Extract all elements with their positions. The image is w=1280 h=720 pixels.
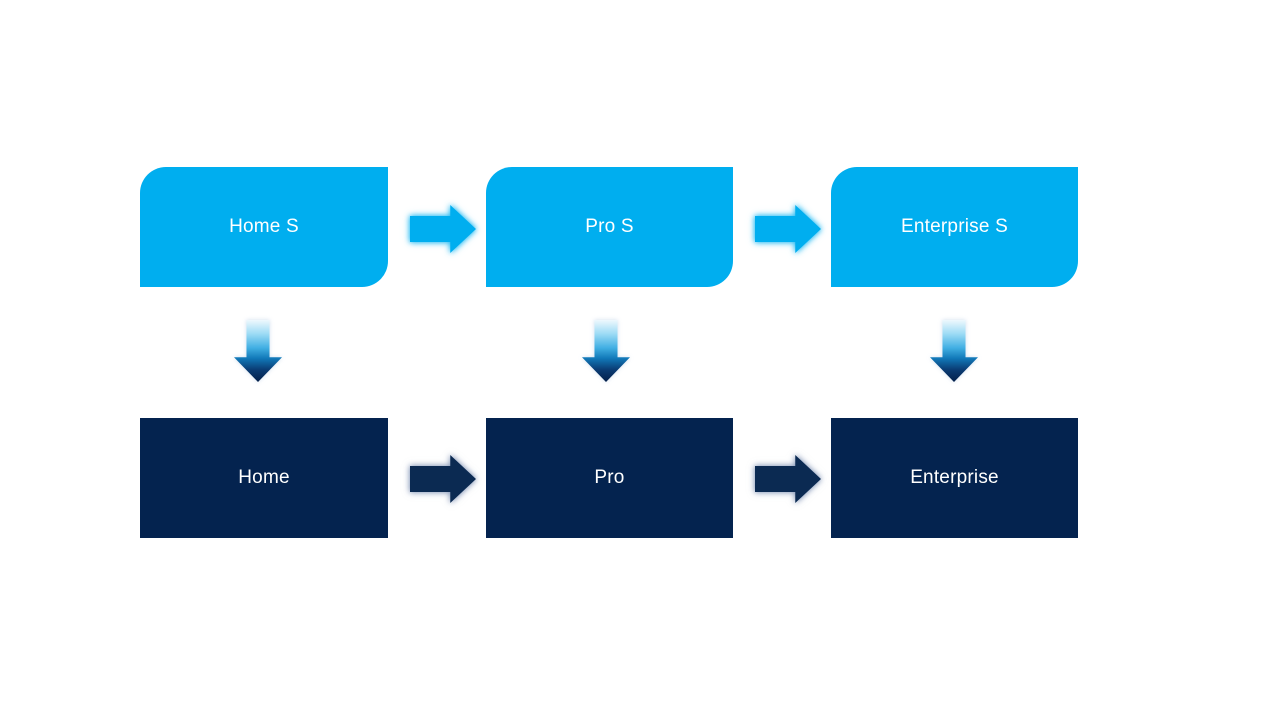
down-arrow-shape xyxy=(234,320,282,382)
node-pro-s: Pro S xyxy=(486,167,733,287)
node-home-s-label: Home S xyxy=(229,216,299,237)
node-home-s: Home S xyxy=(140,167,388,287)
node-home: Home xyxy=(140,418,388,538)
right-arrow-icon xyxy=(410,205,476,253)
node-home-label: Home xyxy=(238,467,290,488)
down-arrow-icon xyxy=(234,320,282,382)
down-arrow-icon xyxy=(930,320,978,382)
right-arrow-icon xyxy=(755,205,821,253)
node-enterprise-s: Enterprise S xyxy=(831,167,1078,287)
right-arrow-shape xyxy=(410,205,476,253)
node-pro-label: Pro xyxy=(594,467,625,488)
node-pro: Pro xyxy=(486,418,733,538)
node-pro-s-label: Pro S xyxy=(585,216,634,237)
node-enterprise-label: Enterprise xyxy=(910,467,999,488)
right-arrow-shape xyxy=(755,205,821,253)
right-arrow-icon xyxy=(410,455,476,503)
right-arrow-shape xyxy=(755,455,821,503)
node-enterprise: Enterprise xyxy=(831,418,1078,538)
right-arrow-shape xyxy=(410,455,476,503)
down-arrow-shape xyxy=(582,320,630,382)
down-arrow-shape xyxy=(930,320,978,382)
down-arrow-icon xyxy=(582,320,630,382)
right-arrow-icon xyxy=(755,455,821,503)
node-enterprise-s-label: Enterprise S xyxy=(901,216,1008,237)
